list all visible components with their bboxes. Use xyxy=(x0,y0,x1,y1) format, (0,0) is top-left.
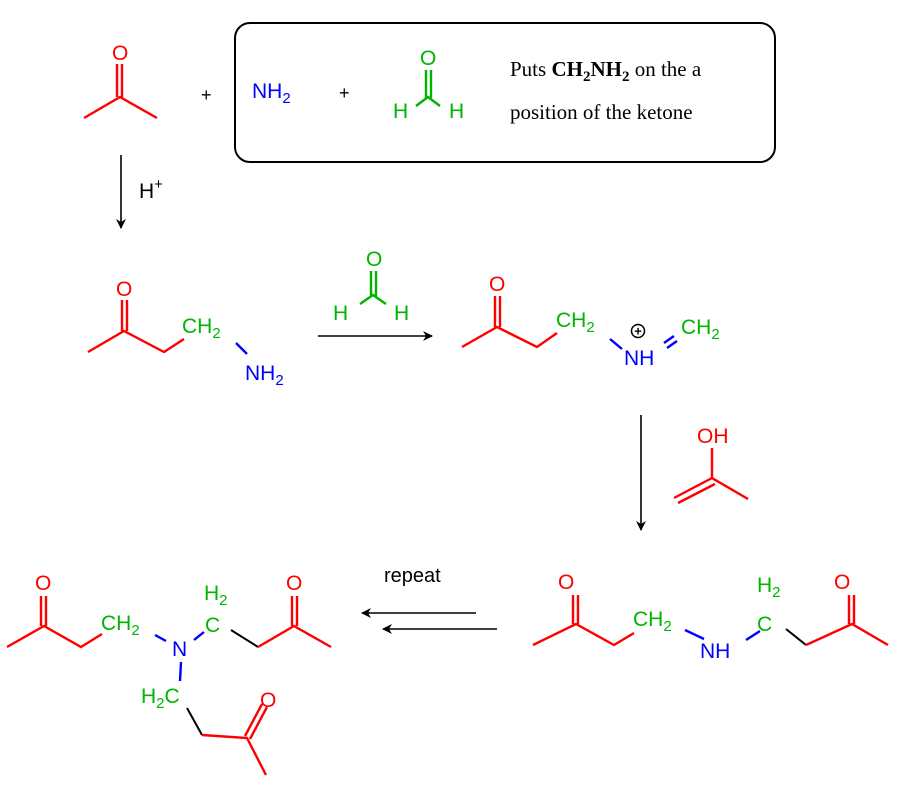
ch2-label: CH2 xyxy=(681,316,720,343)
hydrogen-label: H xyxy=(333,302,348,325)
oxygen-label: O xyxy=(35,572,51,595)
carbon-label: C xyxy=(757,613,772,636)
ch2-label: CH2 xyxy=(101,612,140,639)
nitrogen-label: N xyxy=(172,638,187,661)
repeat-label: repeat xyxy=(384,565,441,587)
carbon-label: C xyxy=(205,614,220,637)
hydroxyl-label: OH xyxy=(697,425,729,448)
oxygen-label: O xyxy=(420,47,436,70)
amine-reagent: NH2 xyxy=(252,80,291,107)
plus-sign: + xyxy=(339,83,350,103)
hydrogen-label: H xyxy=(394,302,409,325)
summary-line-1: Puts CH2NH2 on the a xyxy=(510,57,702,85)
h2c-label: H2C xyxy=(141,685,180,712)
plus-sign: + xyxy=(201,85,212,105)
oxygen-label: O xyxy=(260,689,276,712)
ch2-label: CH2 xyxy=(182,315,221,342)
reagent-summary-box: NH2 + O H H Puts CH2NH2 on the a positio… xyxy=(234,22,776,163)
aminomethyl-ketone: O CH2 NH2 xyxy=(87,278,284,389)
tertiary-amine-product: O CH2 N H2 C O H2C O xyxy=(6,572,332,776)
oxygen-label: O xyxy=(366,248,382,271)
acid-catalyst-label: H+ xyxy=(139,176,163,203)
h2-label: H2 xyxy=(204,582,228,609)
secondary-amine-product: O CH2 NH H2 C O xyxy=(532,571,889,663)
oxygen-label: O xyxy=(489,273,505,296)
hydrogen-label: H xyxy=(449,100,464,123)
acetone-enol: OH xyxy=(673,425,749,505)
oxygen-label: O xyxy=(112,42,128,65)
ch2-label: CH2 xyxy=(633,608,672,635)
oxygen-label: O xyxy=(286,572,302,595)
formaldehyde-reagent: O H H xyxy=(333,248,409,325)
iminium-ion: O CH2 + NH CH2 xyxy=(461,273,720,370)
h2-label: H2 xyxy=(757,574,781,601)
oxygen-label: O xyxy=(558,571,574,594)
nh2-label: NH2 xyxy=(245,362,284,389)
summary-line-2: position of the ketone xyxy=(510,100,693,124)
positive-charge-icon xyxy=(630,323,646,339)
formaldehyde: O H H xyxy=(393,47,464,123)
nh-label: NH xyxy=(700,640,730,663)
hydrogen-label: H xyxy=(393,100,408,123)
acetone-reactant: O xyxy=(83,42,158,120)
nh-label: NH xyxy=(624,347,654,370)
oxygen-label: O xyxy=(834,571,850,594)
ch2-label: CH2 xyxy=(556,309,595,336)
oxygen-label: O xyxy=(116,278,132,301)
charge-sign: + xyxy=(634,324,642,339)
